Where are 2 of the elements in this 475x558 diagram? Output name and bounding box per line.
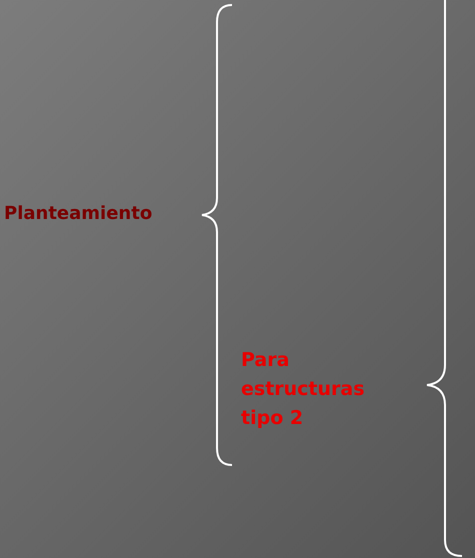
label-text: Planteamiento — [4, 202, 152, 226]
label-text: Para estructuras tipo 2 — [241, 348, 366, 431]
